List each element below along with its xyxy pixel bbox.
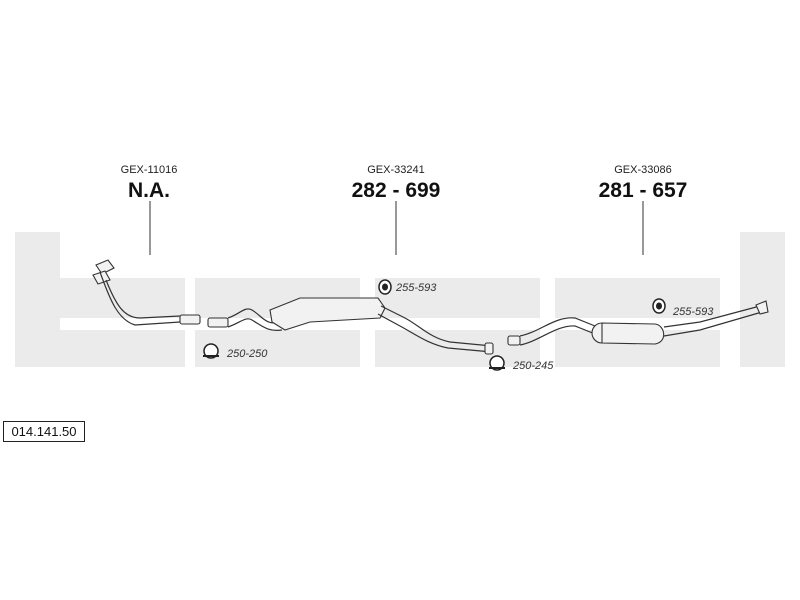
clamp-icon xyxy=(489,355,505,371)
part-code: GEX-33086 xyxy=(614,164,671,176)
section-gex-33086: GEX-33086 281 - 657 xyxy=(599,164,688,255)
rubber-hanger-icon xyxy=(378,279,392,295)
reference-number: 014.141.50 xyxy=(3,421,85,442)
part-number: 282 - 699 xyxy=(352,179,441,202)
rear-pipe xyxy=(507,300,769,346)
front-pipe xyxy=(92,259,201,326)
accessory-hanger-2: 255-593 xyxy=(652,298,714,318)
section-gex-33241: GEX-33241 282 - 699 xyxy=(352,164,441,255)
accessory-hanger-1: 255-593 xyxy=(378,279,437,295)
accessory-number: 255-593 xyxy=(672,306,714,318)
rubber-hanger-icon xyxy=(652,298,666,314)
watermark xyxy=(15,232,785,367)
accessory-clamp-2: 250-245 xyxy=(489,355,554,372)
part-number: N.A. xyxy=(128,179,170,202)
section-gex-11016: GEX-11016 N.A. xyxy=(121,164,178,255)
accessory-number: 255-593 xyxy=(395,282,437,294)
accessory-number: 250-250 xyxy=(226,348,268,360)
accessory-number: 250-245 xyxy=(512,360,554,372)
part-number: 281 - 657 xyxy=(599,179,688,202)
clamp-icon xyxy=(203,343,219,359)
part-code: GEX-11016 xyxy=(121,164,178,176)
accessory-clamp-1: 250-250 xyxy=(203,343,268,360)
part-code: GEX-33241 xyxy=(367,164,424,176)
center-pipe xyxy=(207,297,494,355)
